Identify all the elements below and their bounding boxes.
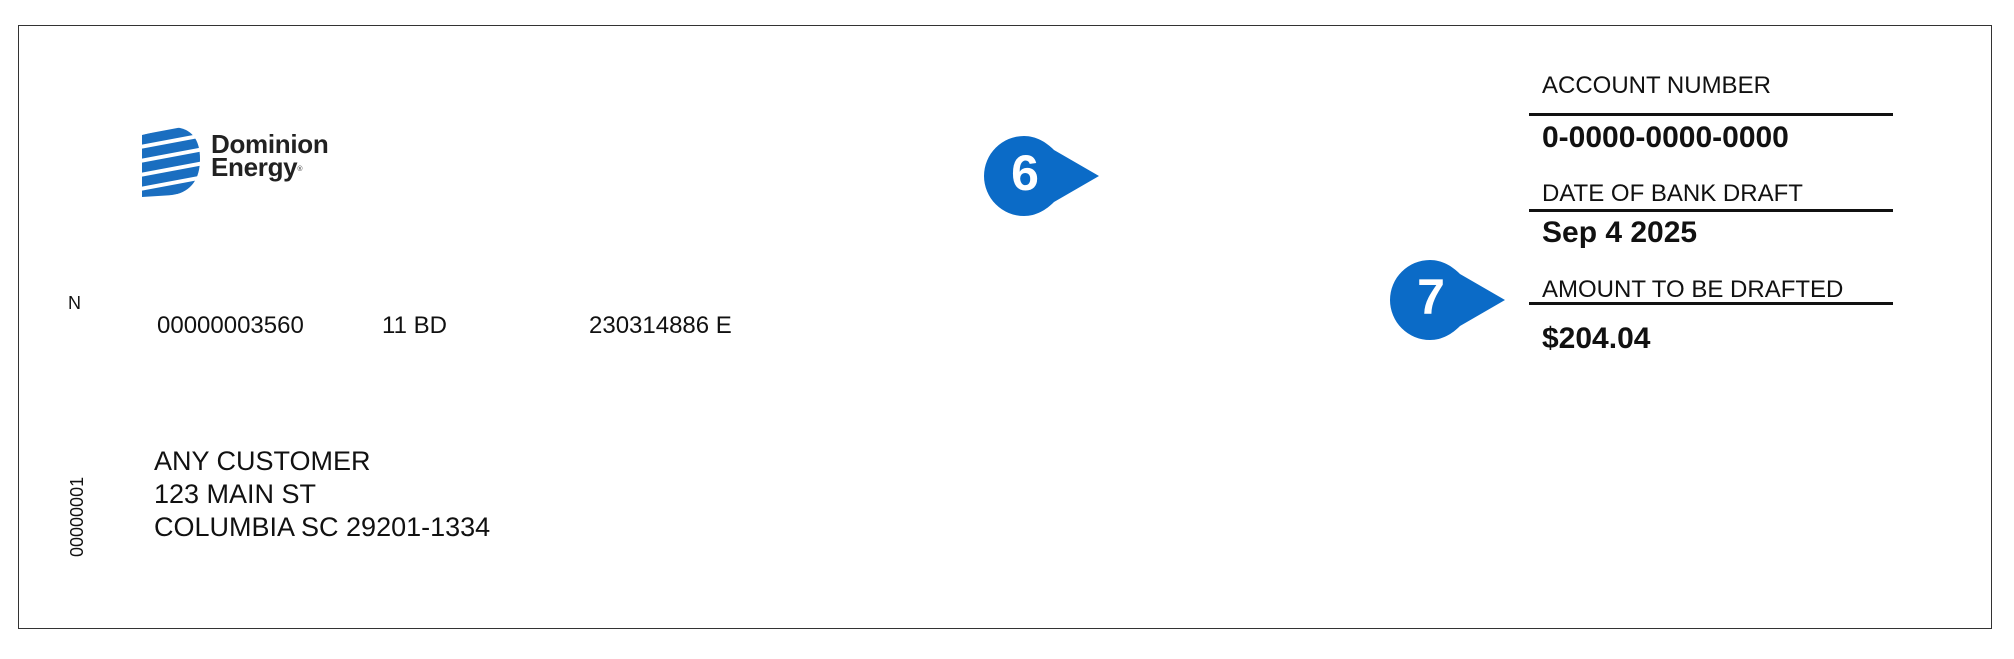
customer-street: 123 MAIN ST	[154, 479, 317, 509]
amount-drafted-value: $204.04	[1542, 322, 1651, 355]
customer-address: ANY CUSTOMER 123 MAIN ST COLUMBIA SC 292…	[154, 445, 490, 544]
amount-drafted-rule	[1529, 302, 1893, 305]
route-code: 11 BD	[382, 312, 447, 339]
account-number-rule	[1529, 113, 1893, 116]
registered-mark: ®	[297, 166, 303, 173]
callout-marker-6: 6	[984, 136, 1104, 221]
callout-7-shape	[1390, 260, 1505, 340]
amount-drafted-label: AMOUNT TO BE DRAFTED	[1542, 276, 1844, 303]
remittance-stub	[18, 25, 1992, 629]
bank-draft-date-value: Sep 4 2025	[1542, 216, 1698, 249]
logo-wordmark: Dominion Energy®	[211, 129, 329, 182]
sequence-number: 00000003560	[157, 312, 304, 339]
reference-number: 230314886 E	[589, 312, 732, 339]
logo-mark-icon	[142, 127, 200, 197]
bank-draft-date-rule	[1529, 209, 1893, 212]
vertical-batch-number: 00000001	[67, 476, 87, 557]
logo-line-1: Dominion	[211, 129, 329, 159]
callout-7-number: 7	[1417, 269, 1445, 325]
callout-marker-7: 7	[1390, 260, 1510, 345]
account-number-label: ACCOUNT NUMBER	[1542, 72, 1771, 99]
customer-city-state-zip: COLUMBIA SC 29201-1334	[154, 512, 491, 542]
account-number-value: 0-0000-0000-0000	[1542, 121, 1789, 154]
logo-line-2: Energy	[211, 152, 298, 182]
bank-draft-date-label: DATE OF BANK DRAFT	[1542, 180, 1803, 207]
callout-6-number: 6	[1011, 145, 1039, 201]
customer-name: ANY CUSTOMER	[154, 446, 371, 476]
sort-indicator: N	[68, 293, 81, 313]
dominion-energy-logo: Dominion Energy®	[140, 127, 370, 197]
callout-6-shape	[984, 136, 1099, 216]
